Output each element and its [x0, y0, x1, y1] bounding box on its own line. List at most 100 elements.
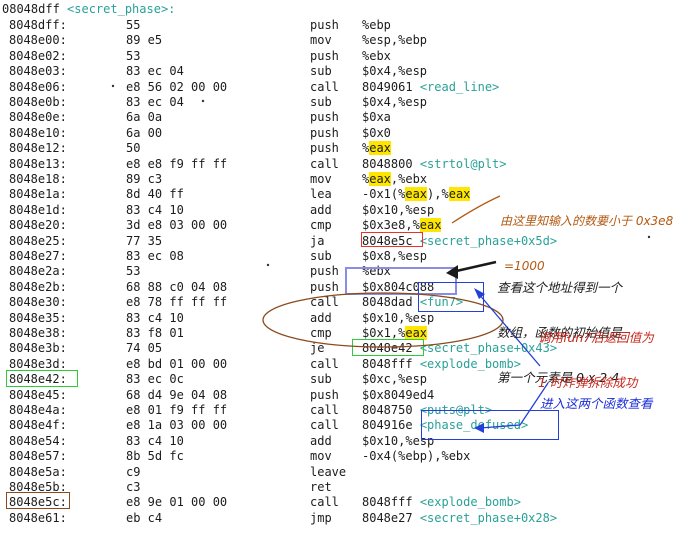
- note-array-line1: 查看这个地址得到一个: [497, 280, 623, 295]
- instruction-bytes: 6a 0a: [126, 110, 163, 125]
- symbol-ref: <secret_phase+0x28>: [419, 510, 558, 525]
- instruction-operands: 8048800 <strtol@plt>: [362, 157, 507, 172]
- instruction-address: 8048e42:: [9, 372, 67, 387]
- instruction-operands: $0xc,%esp: [362, 372, 427, 387]
- instruction-mnemonic: push: [310, 279, 339, 294]
- blue-box-fun7-call: [418, 282, 484, 312]
- instruction-mnemonic: push: [310, 141, 339, 156]
- instruction-operands: 8048e27 <secret_phase+0x28>: [362, 511, 557, 526]
- instruction-address: 8048e54:: [9, 433, 67, 448]
- instruction-bytes: 83 c4 10: [126, 202, 184, 217]
- operand-text: 8048750: [362, 403, 413, 417]
- instruction-address: 8048e0b:: [9, 95, 67, 109]
- instruction-operands: 8048dad <fun7>: [362, 295, 463, 310]
- operand-text: $0x3e8,%: [362, 218, 420, 233]
- instruction-bytes: e8 56 02 00 00: [126, 79, 228, 94]
- instruction-bytes: 83 c4 10: [126, 433, 184, 448]
- instruction-address: 8048e13:: [9, 156, 67, 171]
- instruction-mnemonic: call: [310, 156, 339, 171]
- green-box-8048e42-label: [6, 370, 78, 387]
- instruction-address: 8048e35:: [9, 310, 67, 325]
- instruction-address: 8048e4a:: [9, 403, 67, 417]
- instruction-operands: $0x8,%esp: [362, 249, 427, 264]
- instruction-operands: $0xa: [362, 110, 391, 125]
- operand-text: %: [362, 172, 370, 186]
- instruction-mnemonic: push: [310, 110, 339, 125]
- instruction-address: 8048e06:: [9, 79, 67, 94]
- instruction-bytes: 8d 40 ff: [126, 187, 184, 202]
- instruction-mnemonic: call: [310, 356, 339, 371]
- operand-text: %esp,%ebp: [362, 33, 428, 48]
- instruction-address: 8048e27:: [9, 249, 67, 263]
- instruction-mnemonic: call: [310, 403, 339, 417]
- operand-text: 804916e: [362, 418, 413, 433]
- blue-arrow-phase-defused: [479, 382, 549, 429]
- instruction-address: 8048e2a:: [9, 264, 67, 279]
- operand-text: 8048e27: [362, 510, 413, 525]
- instruction-address: 8048e12:: [9, 141, 67, 156]
- instruction-operands: $0x3e8,%eax: [362, 218, 442, 233]
- symbol-ref: <fun7>: [419, 295, 464, 310]
- function-symbol: <secret_phase>:: [67, 2, 176, 16]
- instruction-mnemonic: call: [310, 418, 339, 433]
- instruction-mnemonic: jmp: [310, 510, 332, 525]
- instruction-operands: -0x1(%eax),%eax: [362, 187, 471, 202]
- blue-arrow-phase-defused-head: [474, 423, 484, 433]
- instruction-operands: $0x804c088: [362, 280, 434, 295]
- note-fun7-line1: 调用fun7后返回值为: [538, 330, 654, 345]
- note-enter-functions: 进入这两个函数查看: [540, 366, 653, 426]
- blue-arrow-fun7-head: [474, 288, 485, 299]
- instruction-address: 8048e5c:: [9, 495, 67, 510]
- operand-text: %ebp: [362, 18, 391, 32]
- symbol-ref: <secret_phase+0x5d>: [419, 233, 558, 248]
- operand-text: ),%: [427, 187, 449, 202]
- symbol-ref: <explode_bomb>: [419, 356, 521, 371]
- instruction-address: 8048e03:: [9, 64, 67, 79]
- instruction-bytes: 89 e5: [126, 33, 163, 48]
- symbol-ref: <strtol@plt>: [419, 156, 507, 171]
- operand-text: $0xa: [362, 110, 391, 125]
- instruction-mnemonic: leave: [310, 464, 347, 479]
- instruction-operands: $0x10,%esp: [362, 311, 434, 326]
- highlighted-register: eax: [419, 218, 442, 233]
- purple-box-array-address: [345, 267, 457, 295]
- instruction-mnemonic: mov: [310, 172, 332, 186]
- note-array-address: 查看这个地址得到一个 数组，函数的初始值是 第一个元素是 0 x 2 4: [497, 250, 622, 400]
- instruction-mnemonic: push: [310, 264, 339, 279]
- operand-text: $0xc,%esp: [362, 372, 428, 387]
- symbol-ref: <explode_bomb>: [419, 495, 521, 510]
- operand-text: $0x8,%esp: [362, 249, 428, 263]
- instruction-bytes: e8 01 f9 ff ff: [126, 403, 228, 417]
- instruction-bytes: 55: [126, 18, 141, 32]
- instruction-bytes: 6a 00: [126, 125, 163, 140]
- instruction-operands: $0x8049ed4: [362, 388, 434, 403]
- instruction-address: 8048e18:: [9, 172, 67, 186]
- instruction-operands: %ebx: [362, 49, 391, 64]
- instruction-bytes: 83 f8 01: [126, 326, 184, 340]
- instruction-operands: $0x1,%eax: [362, 326, 428, 341]
- note-array-line3: 第一个元素是 0 x 2 4: [497, 370, 620, 385]
- instruction-bytes: 3d e8 03 00 00: [126, 218, 228, 233]
- black-arrow-head: [446, 265, 458, 279]
- operand-text: $0x4,%esp: [362, 95, 428, 109]
- instruction-mnemonic: cmp: [310, 326, 332, 340]
- operand-text: ,%ebx: [390, 172, 428, 186]
- instruction-mnemonic: mov: [310, 449, 332, 464]
- symbol-ref: <read_line>: [419, 79, 500, 94]
- instruction-mnemonic: push: [310, 18, 339, 32]
- instruction-bytes: 83 ec 04: [126, 64, 184, 79]
